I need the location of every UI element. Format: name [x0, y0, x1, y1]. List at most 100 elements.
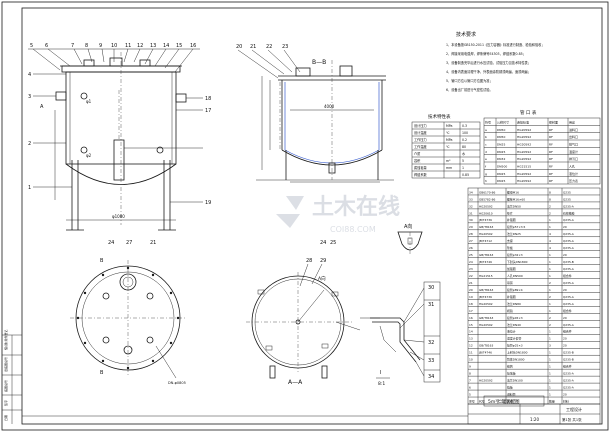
tech-notes-title: 技术要求 — [456, 31, 476, 38]
parts-list-cell: JB/T4712 — [478, 239, 492, 243]
nozzle-table-cell: 排气口 — [569, 142, 578, 147]
parts-list-footer: 材料 — [563, 398, 569, 403]
callout-24: 24 — [108, 240, 114, 246]
callout-24b: 24 — [320, 240, 326, 246]
tech-note-2: 2、焊接采用电弧焊，焊条牌号E4303，焊缝系数0.85； — [446, 51, 526, 56]
front-view: 5 6 7 8 9 10 11 12 13 14 15 16 — [28, 43, 211, 246]
parts-list-cell: 补强圈 — [507, 217, 516, 222]
margin-label-4: 签字 — [3, 400, 8, 406]
parts-list-cell: 30 — [469, 218, 473, 222]
margin-label-3: 底图总号 — [3, 380, 8, 392]
callout-25: 25 — [330, 240, 336, 246]
parts-list-cell: HG20592 — [479, 378, 493, 382]
section-aa-view: 28 29 A向 A—A — [246, 258, 361, 386]
parts-list-cell: Q235-B — [563, 351, 574, 355]
tech-note-6: 6、设备出厂前进行气密性试验。 — [446, 87, 493, 92]
parts-list-cell: 1 — [549, 365, 551, 369]
tech-table-cell: 水 — [462, 151, 466, 156]
tech-table-cell: ℃ — [446, 145, 450, 149]
nozzle-table-cell: 进料口 — [569, 127, 578, 132]
nozzle-table-cell: DN25 — [497, 150, 505, 154]
callout-6: 6 — [45, 43, 48, 49]
margin-label-2: 旧底图总号 — [3, 357, 8, 372]
nozzle-table-cell: RF — [549, 172, 553, 176]
parts-list-cell: 法兰DN100 — [507, 377, 523, 382]
section-bb-bottom-callouts: 24 25 — [320, 240, 336, 246]
parts-list-cell: 14 — [469, 330, 473, 334]
parts-list-cell: Q235-A — [563, 323, 574, 327]
parts-list-cell: 20 — [563, 288, 567, 292]
callout-11: 11 — [125, 43, 131, 49]
tech-table-cell: 容积 — [414, 158, 421, 163]
nozzle-table-cell: 温度计 — [569, 149, 578, 154]
tech-table-cell: 1 — [462, 166, 464, 170]
parts-list-cell: 上封头DN1800 — [507, 350, 528, 355]
callout-27: 27 — [126, 240, 132, 246]
parts-list-cell: 法兰DN25 — [507, 231, 521, 236]
parts-list-cell: 34 — [469, 190, 473, 194]
nozzle-table-header: 公称尺寸 — [497, 120, 509, 125]
watermark-logo — [276, 196, 304, 228]
callout-15: 15 — [176, 43, 182, 49]
parts-list-footer: 代号 — [479, 398, 485, 403]
callout-20: 20 — [236, 44, 242, 50]
parts-list-cell: GB/T8163 — [479, 316, 493, 320]
callout-16: 16 — [190, 43, 196, 49]
parts-list-cell: 25 — [469, 253, 473, 257]
tech-table-cell: 工作温度 — [414, 144, 428, 149]
title-block: 5m³贮罐装配图 1:20 工程设计 第1张 共1张 — [22, 395, 601, 425]
nozzle-label-phi2: φ2 — [86, 153, 92, 158]
callout-33: 33 — [428, 358, 434, 364]
parts-list-cell: Q235-A — [563, 232, 574, 236]
parts-list-cell: 法兰DN50 — [507, 203, 521, 208]
parts-list-cell: 铭牌 — [507, 364, 513, 369]
parts-list-cell: 1 — [549, 260, 551, 264]
parts-list-cell: 18 — [469, 302, 473, 306]
parts-list-cell: HG20592 — [479, 323, 493, 327]
parts-list-cell: GB/T8163 — [479, 288, 493, 292]
parts-list-cell: Q235-A — [563, 218, 574, 222]
nozzle-table-cell: RF — [549, 157, 553, 161]
nozzle-table-header: 连接标准 — [517, 120, 529, 125]
parts-list-cell: 20 — [563, 392, 567, 396]
parts-list-cell: 1 — [549, 288, 551, 292]
parts-list-cell: 1 — [549, 267, 551, 271]
watermark-main: 土木在线 — [312, 194, 400, 220]
parts-list-cell: 1 — [549, 225, 551, 229]
parts-list-cell: 垫片 — [507, 210, 513, 215]
parts-list-cell: 挡板 — [507, 384, 513, 389]
parts-list-cell: 接管φ57×3.5 — [507, 224, 526, 229]
parts-list-cell: 1 — [549, 351, 551, 355]
callout-28: 28 — [306, 258, 312, 264]
parts-list-cell: 20 — [563, 253, 567, 257]
parts-list-cell: 23 — [469, 267, 473, 271]
parts-list-cell: Q235-A — [563, 267, 574, 271]
parts-list-cell: 10 — [469, 358, 473, 362]
callout-21: 21 — [150, 240, 156, 246]
callout-19: 19 — [205, 200, 211, 206]
watermark-sub: COI88.COM — [330, 225, 376, 234]
parts-list-cell: 4 — [549, 239, 551, 243]
parts-list-cell: 11 — [469, 351, 473, 355]
nozzle-table-cell: HG20592 — [517, 143, 531, 147]
parts-list-cell: 13 — [469, 337, 473, 341]
parts-list-cell: 27 — [469, 239, 473, 243]
parts-list-cell: 垫板 — [507, 245, 513, 250]
parts-list-cell: 支座 — [507, 238, 513, 243]
tech-table-cell: 0.2 — [462, 138, 467, 142]
parts-list-cell: 螺母M16 — [507, 189, 519, 194]
plan-callout-bottom: B — [100, 370, 104, 376]
parts-list-cell: 1 — [549, 385, 551, 389]
nozzle-table-cell: b — [485, 135, 487, 139]
parts-list-cell: 2 — [549, 211, 551, 215]
parts-list-cell: 螺栓M16×60 — [507, 196, 525, 201]
tech-table-cell: 100 — [462, 131, 468, 135]
parts-list-cell: 1 — [549, 372, 551, 376]
parts-list-cell: 1 — [549, 218, 551, 222]
parts-list-cell: JB/T4746 — [478, 260, 492, 264]
parts-list-footer: 数量 — [549, 398, 555, 403]
parts-list-cell: 接管φ89×4 — [507, 287, 523, 292]
callout-22: 22 — [266, 44, 272, 50]
